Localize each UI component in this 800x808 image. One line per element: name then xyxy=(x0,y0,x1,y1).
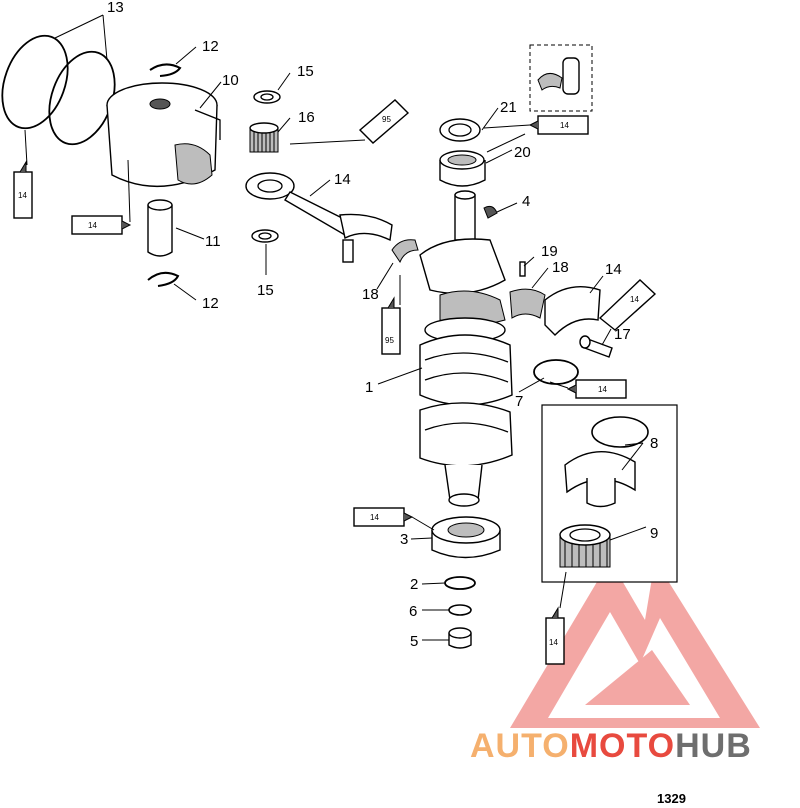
callout-1: 1 xyxy=(365,379,373,396)
watermark-word-hub: HUB xyxy=(675,727,752,765)
snap-ring-lower-bearing xyxy=(444,576,476,590)
callout-14-rod: 14 xyxy=(334,171,351,188)
watermark-word-moto: MOTO xyxy=(569,727,676,765)
lube-tube-8: 14 xyxy=(353,507,414,527)
leader-lines xyxy=(24,14,647,641)
lube-tube-6: 14 xyxy=(598,279,657,331)
tube-label-6: 14 xyxy=(630,295,639,304)
oil-seal xyxy=(439,118,481,142)
tube-label-1: 14 xyxy=(18,191,27,200)
tube-label-7: 14 xyxy=(598,385,607,394)
woodruff-key xyxy=(483,205,498,219)
watermark-text: AUTOMOTOHUB xyxy=(470,727,752,766)
crankshaft xyxy=(419,190,513,507)
rod-bearing-half-right xyxy=(509,288,546,319)
snap-ring-lower xyxy=(147,271,180,287)
callout-14-cap: 14 xyxy=(605,261,622,278)
callout-numbers: 13 12 10 15 16 14 11 12 15 18 21 20 4 19… xyxy=(107,0,658,650)
callout-6: 6 xyxy=(409,603,417,620)
callout-11: 11 xyxy=(205,233,221,250)
thrust-washer-upper xyxy=(253,90,281,104)
callout-15-bottom: 15 xyxy=(257,282,274,299)
callout-12-bottom: 12 xyxy=(202,295,219,312)
sleeve-lower xyxy=(448,627,472,649)
lube-tube-4: 95 xyxy=(381,296,401,355)
connecting-rod xyxy=(245,172,393,263)
detail-inset xyxy=(529,44,593,112)
callout-3: 3 xyxy=(400,531,408,548)
callout-20: 20 xyxy=(514,144,531,161)
tube-label-2: 14 xyxy=(88,221,97,230)
lube-tube-7: 14 xyxy=(566,379,627,399)
lube-tube-2: 14 xyxy=(71,215,132,235)
rod-cap xyxy=(544,286,601,336)
lube-tube-5: 14 xyxy=(528,115,589,135)
figure-number: 1329 xyxy=(657,791,686,806)
piston-pin xyxy=(147,199,173,257)
callout-5: 5 xyxy=(410,633,418,650)
lube-tube-1: 14 xyxy=(13,160,33,219)
callout-16: 16 xyxy=(298,109,315,126)
tube-label-8: 14 xyxy=(370,513,379,522)
upper-roller-bearing xyxy=(439,150,486,187)
callout-13: 13 xyxy=(107,0,124,16)
tube-label-5: 14 xyxy=(560,121,569,130)
thrust-washer-lower xyxy=(251,229,279,243)
callout-10: 10 xyxy=(222,72,239,89)
callout-4: 4 xyxy=(522,193,530,210)
callout-21: 21 xyxy=(500,99,517,116)
callout-9: 9 xyxy=(650,525,658,542)
tube-label-9: 14 xyxy=(549,638,558,647)
center-main-bearing-box xyxy=(541,404,678,583)
piston-rings xyxy=(1,34,116,146)
lube-tube-9: 14 xyxy=(545,606,565,665)
dowel-pin xyxy=(519,261,526,277)
callout-15-top: 15 xyxy=(297,63,314,80)
callout-18-right: 18 xyxy=(552,259,569,276)
callout-8: 8 xyxy=(650,435,658,452)
watermark-word-auto: AUTO xyxy=(470,727,570,765)
lower-ball-bearing xyxy=(431,516,501,559)
lube-tube-3: 95 xyxy=(358,99,410,144)
piston xyxy=(106,82,221,188)
callout-2: 2 xyxy=(410,576,418,593)
callout-12-top: 12 xyxy=(202,38,219,55)
rod-bearing-half-left xyxy=(391,239,419,264)
callout-17: 17 xyxy=(614,326,631,343)
callout-18-left: 18 xyxy=(362,286,379,303)
needle-bearing-wrist xyxy=(249,122,279,153)
watermark-logo xyxy=(510,560,760,728)
callout-7: 7 xyxy=(515,393,523,410)
snap-ring-upper xyxy=(149,63,182,77)
tube-label-3: 95 xyxy=(382,115,391,124)
washer-lower xyxy=(448,604,472,616)
rod-bolt xyxy=(579,335,613,358)
callout-19: 19 xyxy=(541,243,558,260)
tube-label-4: 95 xyxy=(385,336,394,345)
